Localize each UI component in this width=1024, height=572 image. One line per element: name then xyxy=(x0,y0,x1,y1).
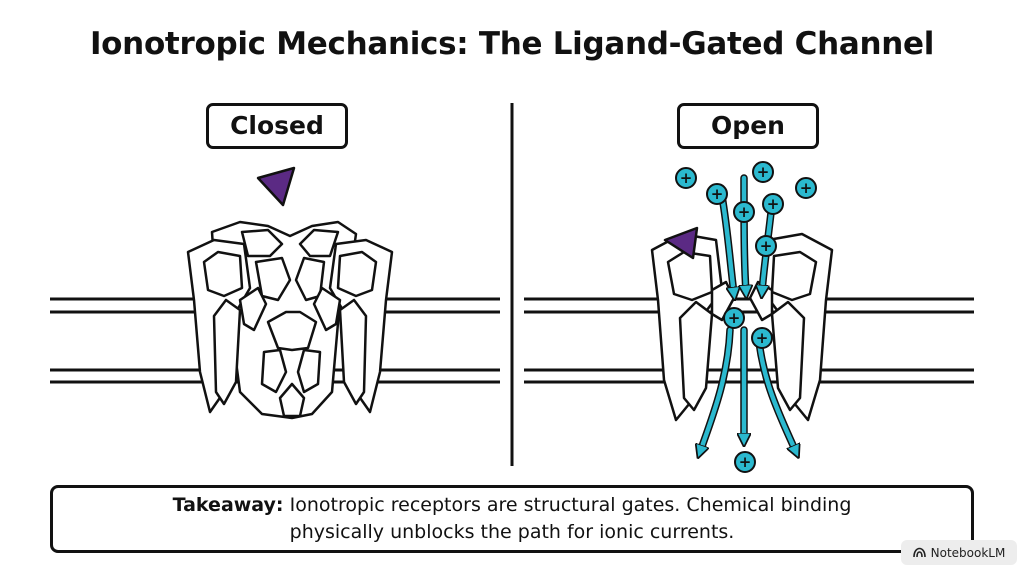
cation-5 xyxy=(762,193,784,215)
ligand-unbound xyxy=(256,166,296,207)
cation-symbol: + xyxy=(711,185,724,203)
cation-4 xyxy=(795,177,817,199)
takeaway-box: Takeaway: Ionotropic receptors are struc… xyxy=(50,485,974,553)
takeaway-heading: Takeaway: xyxy=(172,494,284,516)
cation-group: + + + + + + + + + + xyxy=(675,161,817,473)
notebooklm-logo-icon xyxy=(912,547,926,558)
cation-symbol: + xyxy=(728,309,741,327)
cation-symbol: + xyxy=(767,195,780,213)
cation-symbol: + xyxy=(800,179,813,197)
closed-channel xyxy=(186,220,394,420)
cation-2 xyxy=(706,183,728,205)
cation-1 xyxy=(675,167,697,189)
cation-10 xyxy=(734,451,756,473)
page-title: Ionotropic Mechanics: The Ligand-Gated C… xyxy=(89,26,935,62)
cation-7 xyxy=(755,235,777,257)
cation-symbol: + xyxy=(738,203,751,221)
takeaway-line2: physically unblocks the path for ionic c… xyxy=(289,521,735,543)
cation-9 xyxy=(751,327,773,349)
cation-symbol: + xyxy=(756,329,769,347)
ligand-bound xyxy=(663,226,699,260)
brand-label: NotebookLM xyxy=(930,545,1006,560)
cation-6 xyxy=(733,201,755,223)
cation-symbol: + xyxy=(760,237,773,255)
open-channel xyxy=(650,232,834,422)
open-state-label: Open xyxy=(677,103,819,149)
membrane-right xyxy=(524,297,974,384)
notebooklm-badge[interactable]: NotebookLM xyxy=(901,540,1017,565)
cation-symbol: + xyxy=(680,169,693,187)
cation-symbol: + xyxy=(757,163,770,181)
cation-8 xyxy=(723,307,745,329)
closed-state-label: Closed xyxy=(206,103,348,149)
cation-symbol: + xyxy=(739,453,752,471)
takeaway-line1: Ionotropic receptors are structural gate… xyxy=(289,494,852,516)
cation-3 xyxy=(752,161,774,183)
